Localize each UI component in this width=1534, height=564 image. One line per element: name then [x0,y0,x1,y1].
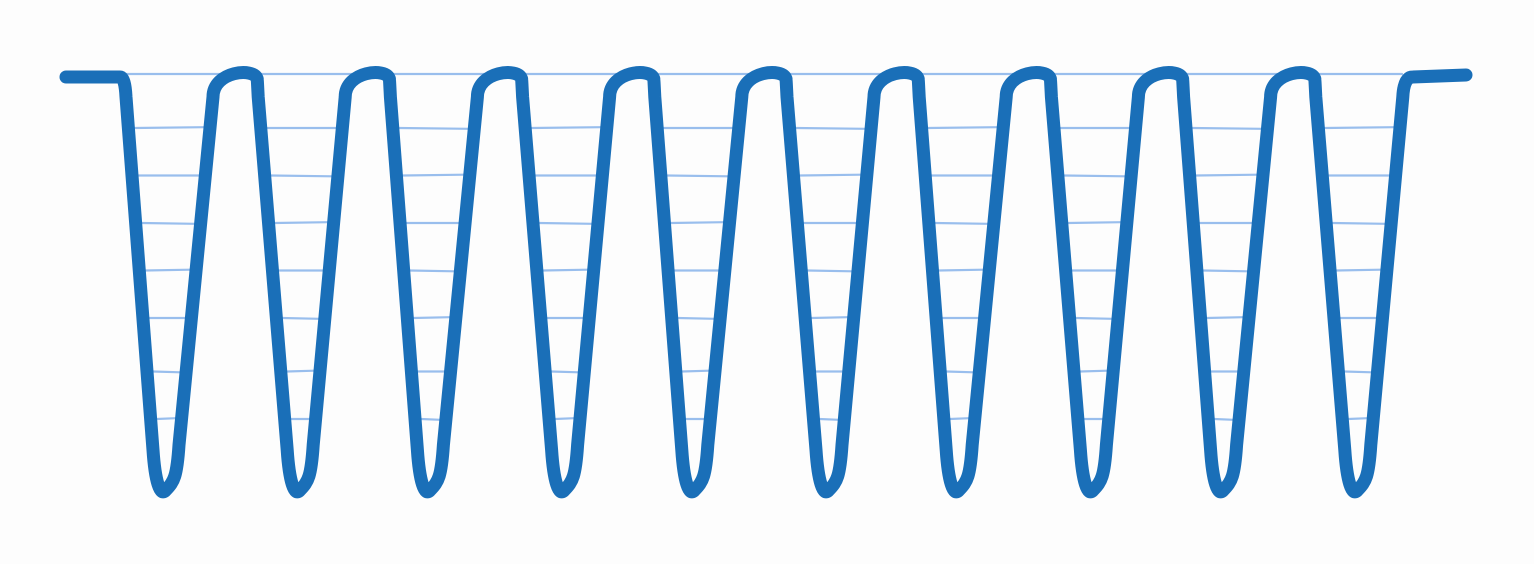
hatch-line [401,173,465,177]
hatch-line [794,126,867,130]
hatch-line [798,173,863,177]
wells-outline [59,66,1473,499]
hatch-line [680,369,711,373]
hatch-line [133,126,206,130]
hatch-line [1335,268,1383,272]
hatch-line [530,126,603,130]
hatch-line [818,417,840,421]
hatch-line [550,370,580,374]
hatch-line [538,221,594,225]
hatch-line [666,174,730,178]
hatch-line [1066,221,1123,225]
hatch-line [1343,370,1374,374]
hatch-line [1063,174,1127,178]
hatch-line [1191,126,1263,130]
hatch-line [140,221,196,225]
hatch-line [408,269,456,273]
hatch-line [1194,173,1259,177]
hatch-line [273,221,329,225]
hatch-line [1213,417,1235,421]
hatch-line [152,370,182,374]
hatch-line [398,126,470,130]
hatch-line [934,221,990,225]
hatch-line [669,221,725,225]
hatch-line [542,268,590,272]
hatch-line [1347,417,1369,421]
hatch-line [945,370,975,374]
hatch-line [806,269,854,273]
hatch-line [270,174,334,178]
hatch-line [285,369,316,373]
hatch-line [810,316,850,320]
hatch-line [420,417,442,421]
hatch-line [1331,221,1387,225]
hatch-line [1074,316,1114,320]
hatch-line [1201,269,1250,273]
hatch-line [1078,369,1109,373]
hatch-line [948,417,971,421]
hatch-line [926,126,999,130]
hatch-line [553,417,576,421]
hatch-line [144,268,192,272]
hatch-line [155,417,178,421]
hatch-line [937,268,985,272]
hatch-line [676,316,716,320]
hatch-line [412,316,452,320]
hatch-line [281,316,321,320]
hatch-line [1323,126,1396,130]
hatch-line [1205,316,1245,320]
hatch-layer [133,126,1396,421]
